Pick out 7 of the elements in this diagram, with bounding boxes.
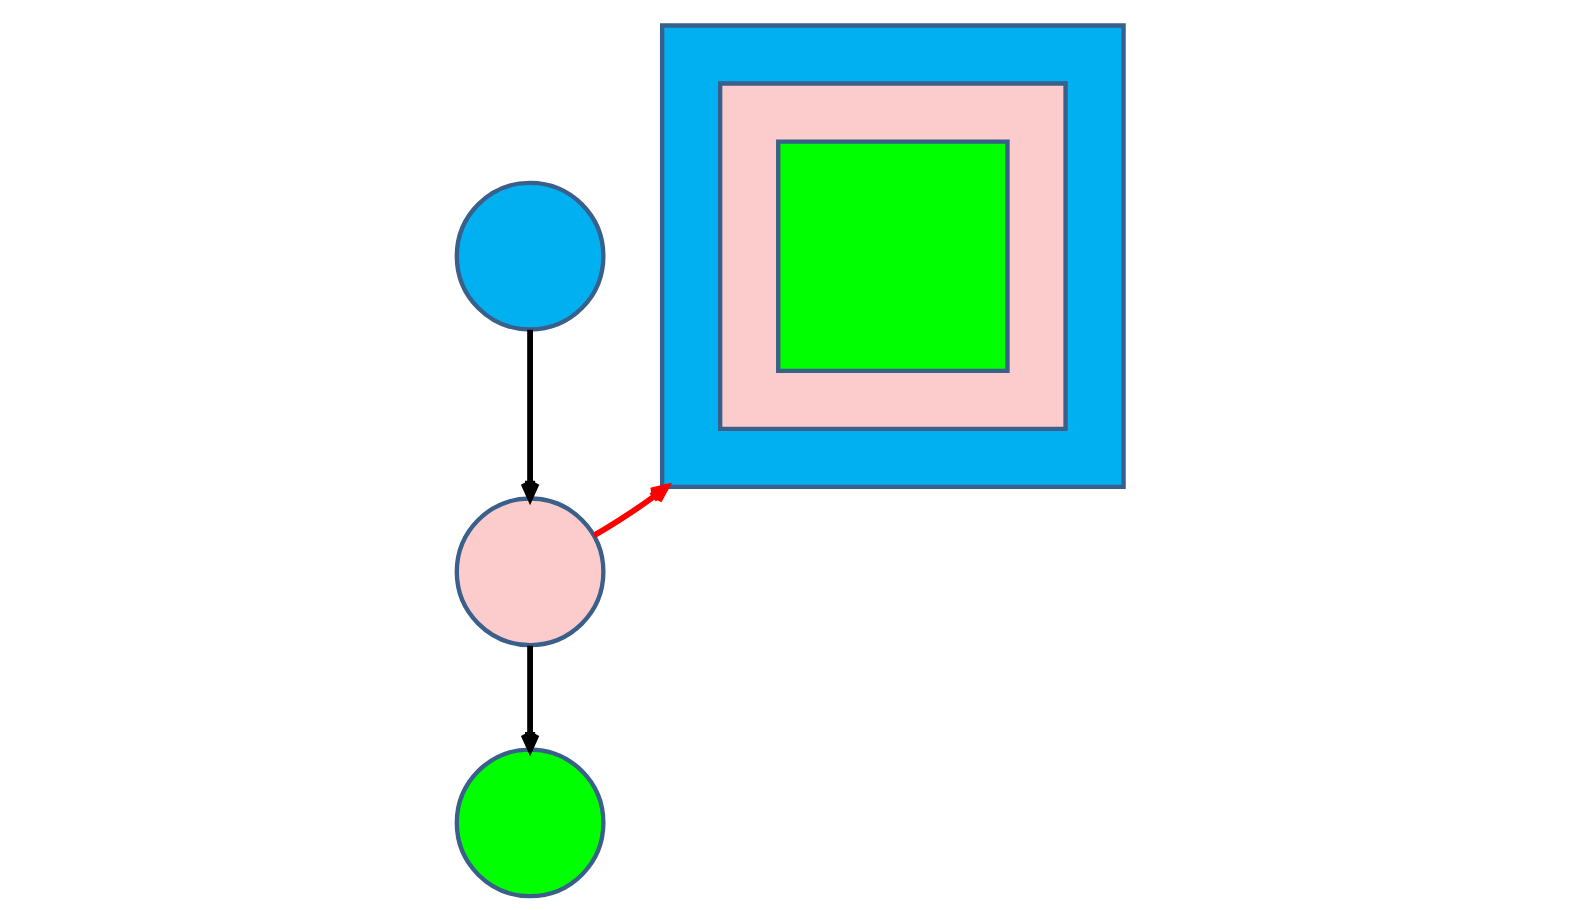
node-circle [454,180,606,332]
node-circle [454,747,606,899]
cluster [659,23,1126,490]
node-circle [454,496,606,648]
node-box [776,139,1010,373]
cluster [718,81,1068,432]
arrow [592,484,670,539]
